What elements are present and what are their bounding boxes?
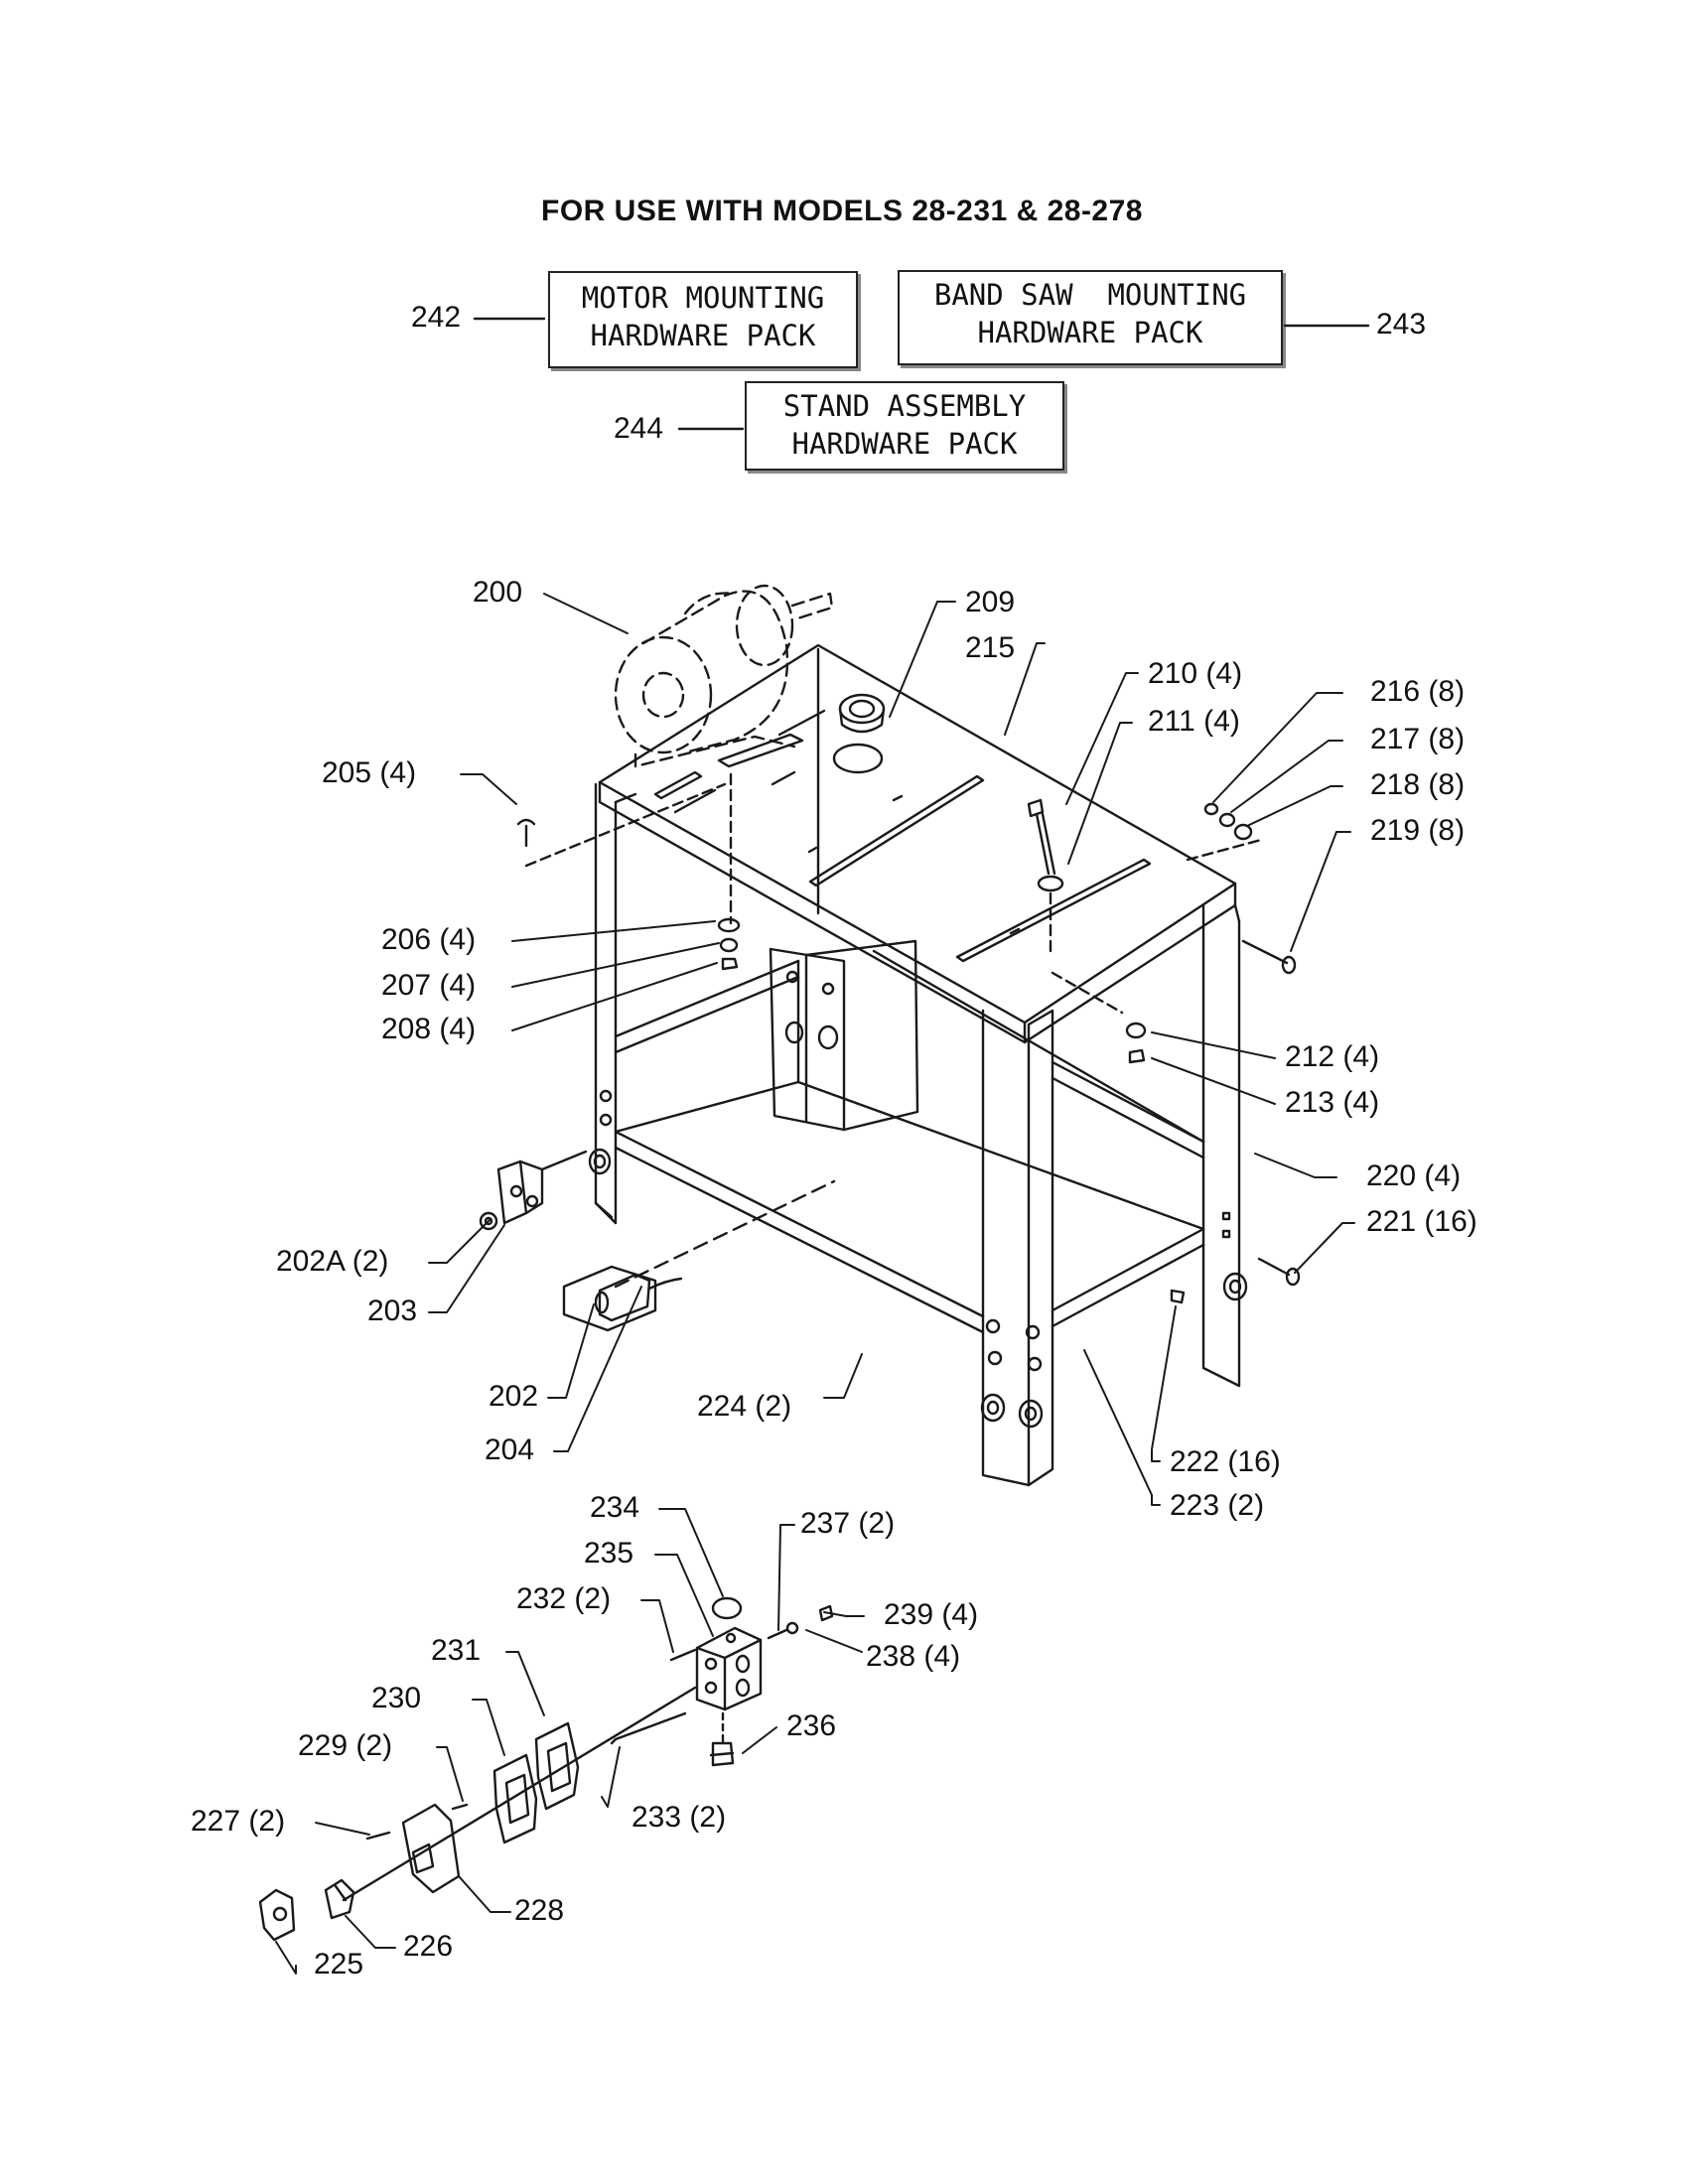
stand-assembly-hardware-pack: STAND ASSEMBLY HARDWARE PACK	[745, 381, 1064, 471]
nut-213	[1128, 1048, 1146, 1064]
nut-216	[1203, 802, 1219, 816]
label-219: 219 (8)	[1370, 814, 1466, 847]
bolt-210	[1027, 798, 1056, 876]
pack-number-243: 243	[1376, 308, 1427, 341]
washer-207	[719, 937, 739, 953]
label-220: 220 (4)	[1366, 1160, 1462, 1192]
switch-226	[324, 1878, 355, 1920]
label-239: 239 (4)	[884, 1598, 979, 1631]
switch-box-235	[695, 1626, 763, 1711]
label-217: 217 (8)	[1370, 723, 1466, 755]
center-bracket	[769, 939, 919, 1132]
label-204: 204	[485, 1433, 535, 1466]
braces	[614, 949, 1205, 1334]
band-saw-mounting-hardware-pack: BAND SAW MOUNTING HARDWARE PACK	[898, 270, 1283, 365]
label-228: 228	[514, 1894, 565, 1927]
washer-212	[1125, 1022, 1147, 1039]
nut-239	[818, 1604, 834, 1622]
pack-line2: HARDWARE PACK	[791, 427, 1018, 461]
leg-front	[980, 1009, 1054, 1487]
pack-line1: BAND SAW MOUNTING	[933, 278, 1247, 312]
washer-218	[1233, 823, 1253, 841]
pack-line2: HARDWARE PACK	[977, 316, 1203, 349]
plate-230	[492, 1753, 538, 1844]
label-234: 234	[590, 1491, 640, 1524]
label-205: 205 (4)	[322, 756, 417, 789]
label-216: 216 (8)	[1370, 675, 1466, 708]
cap-234	[711, 1596, 743, 1620]
label-206: 206 (4)	[381, 923, 477, 956]
plate-231	[534, 1721, 580, 1811]
bolt-221	[1257, 1257, 1301, 1287]
label-229: 229 (2)	[298, 1729, 393, 1762]
carriage-bolt-205	[516, 818, 536, 848]
label-237: 237 (2)	[800, 1507, 896, 1540]
label-231: 231	[431, 1634, 482, 1667]
label-213: 213 (4)	[1285, 1086, 1380, 1119]
label-233: 233 (2)	[632, 1801, 727, 1834]
label-208: 208 (4)	[381, 1013, 477, 1045]
connector-236	[709, 1741, 735, 1767]
leg-back-right	[796, 647, 820, 1084]
switch-202	[562, 1265, 683, 1332]
diagram-title: FOR USE WITH MODELS 28-231 & 28-278	[541, 195, 1143, 227]
label-222: 222 (16)	[1170, 1445, 1281, 1478]
pack-line1: MOTOR MOUNTING	[581, 281, 825, 315]
label-215: 215	[965, 631, 1016, 664]
motor-mounting-hardware-pack: MOTOR MOUNTING HARDWARE PACK	[548, 271, 858, 368]
pack-line1: STAND ASSEMBLY	[782, 389, 1027, 423]
stand-top-215	[598, 643, 1237, 1044]
label-226: 226	[403, 1930, 454, 1963]
washer-217	[1218, 812, 1236, 828]
label-238: 238 (4)	[866, 1640, 961, 1673]
bolt-219	[1241, 939, 1297, 975]
nut-203	[479, 1211, 498, 1231]
dashed-205	[524, 782, 727, 868]
label-202: 202	[489, 1380, 539, 1413]
label-211: 211 (4)	[1148, 705, 1240, 738]
label-210: 210 (4)	[1148, 657, 1243, 690]
nut-208	[721, 957, 739, 971]
label-207: 207 (4)	[381, 969, 477, 1002]
label-218: 218 (8)	[1370, 768, 1466, 801]
leg-right	[1201, 903, 1248, 1388]
label-212: 212 (4)	[1285, 1040, 1380, 1073]
label-227: 227 (2)	[191, 1805, 286, 1838]
label-235: 235	[584, 1537, 634, 1570]
pack-line2: HARDWARE PACK	[590, 319, 816, 352]
bracket-line	[540, 1150, 588, 1171]
washer-238	[785, 1621, 799, 1635]
label-203: 203	[367, 1295, 418, 1327]
leg-left-back	[588, 782, 637, 1225]
label-223: 223 (2)	[1170, 1489, 1265, 1522]
pack-number-242: 242	[411, 301, 462, 334]
label-202a: 202A (2)	[276, 1245, 389, 1278]
washer-206	[717, 917, 741, 933]
label-225: 225	[314, 1948, 364, 1980]
pack-number-244: 244	[614, 412, 664, 445]
nut-222	[1170, 1289, 1186, 1304]
bracket-202a	[496, 1160, 544, 1225]
label-200: 200	[473, 576, 523, 609]
key-225	[258, 1888, 296, 1942]
label-230: 230	[371, 1682, 422, 1714]
label-224: 224 (2)	[697, 1390, 792, 1423]
washer-211	[1037, 875, 1064, 892]
label-221: 221 (16)	[1366, 1205, 1477, 1238]
label-209: 209	[965, 586, 1016, 618]
label-232: 232 (2)	[516, 1582, 612, 1615]
leaders	[275, 593, 1355, 1975]
grommet-209	[838, 693, 886, 734]
label-236: 236	[786, 1709, 837, 1742]
